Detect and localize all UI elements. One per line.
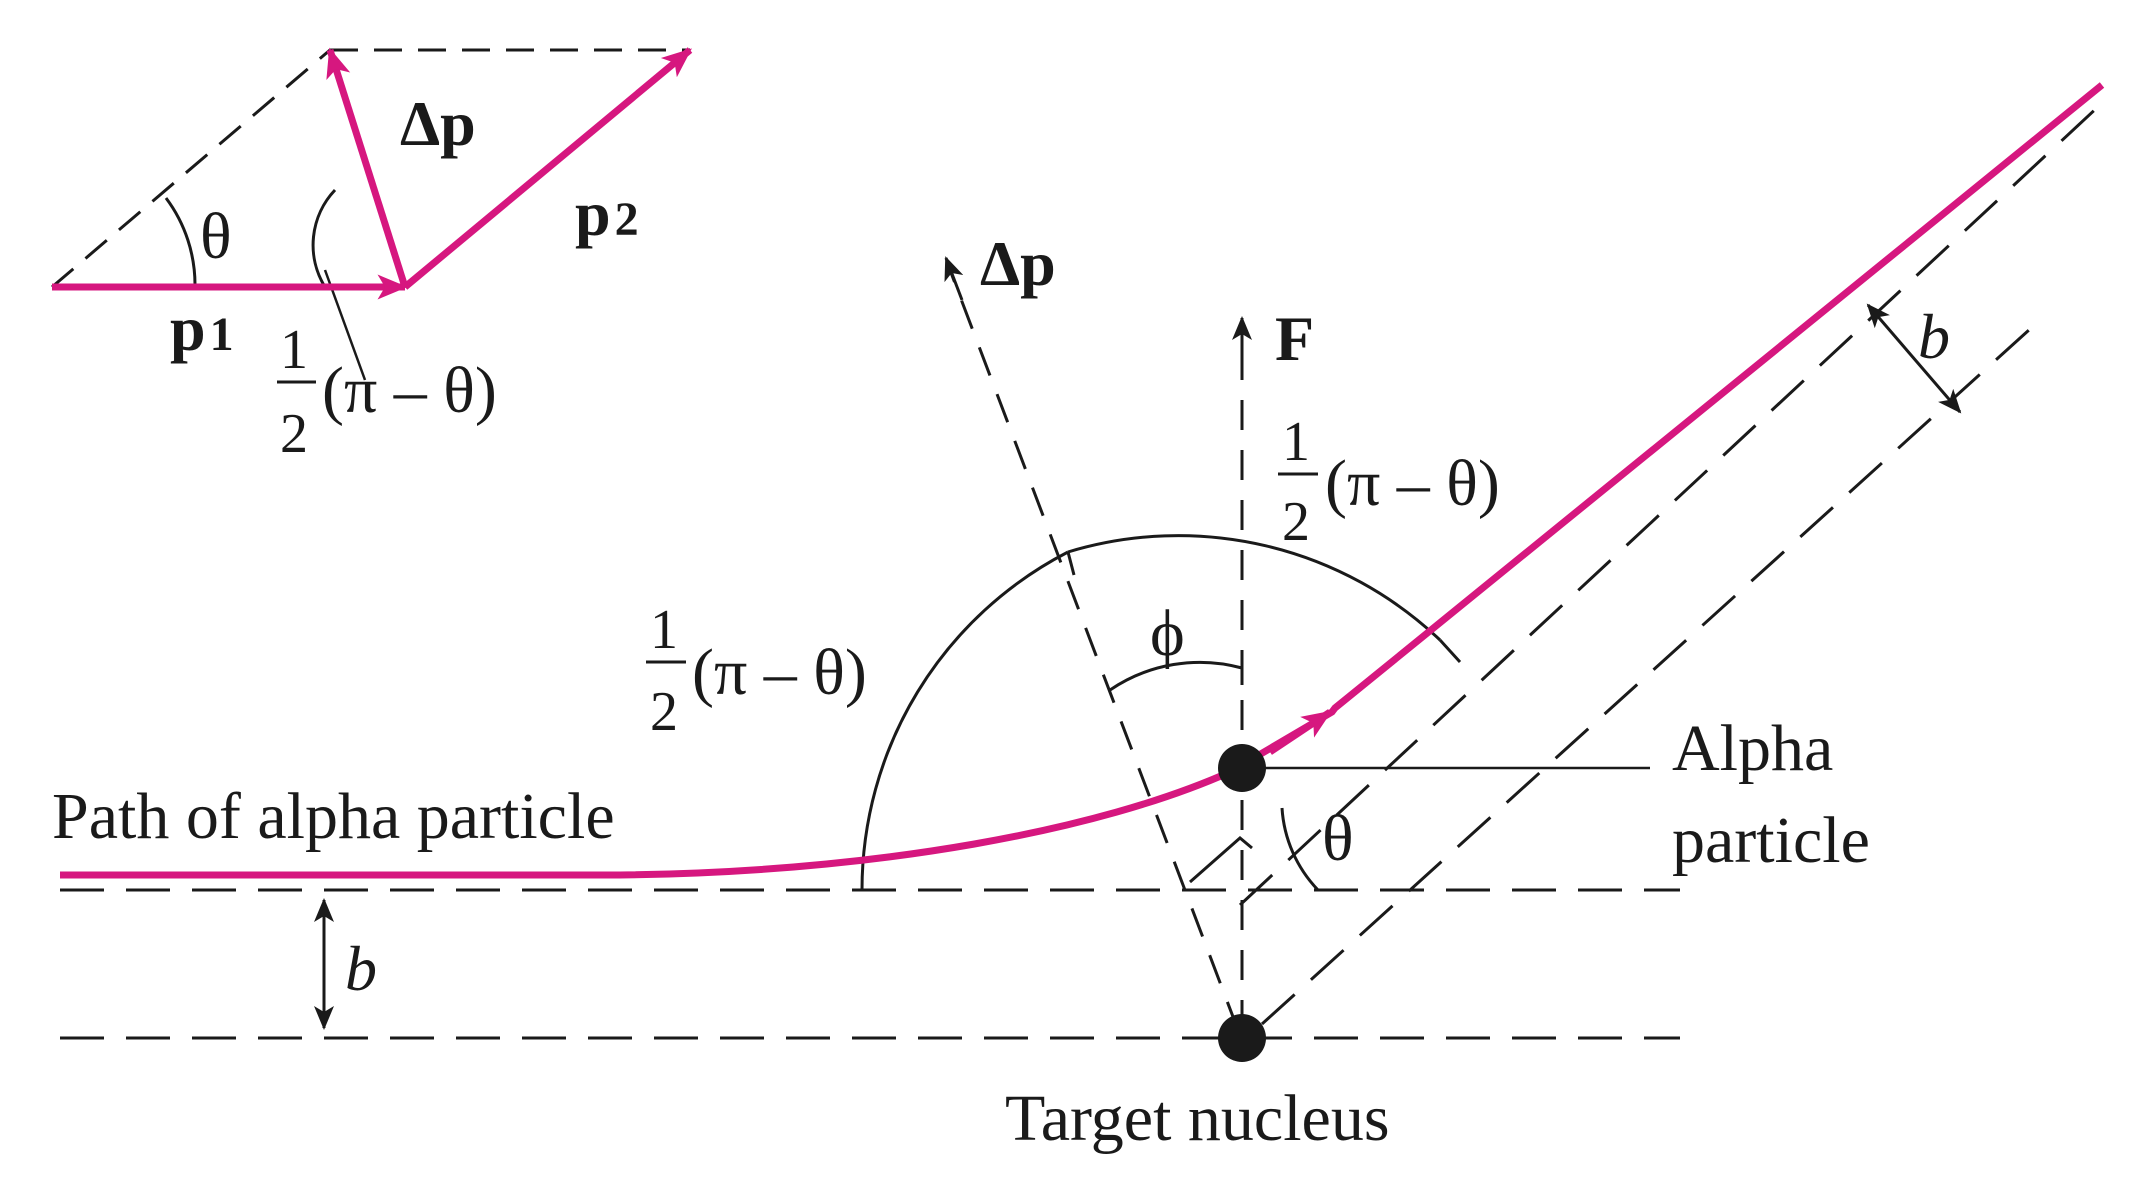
alpha-label-line1: Alpha: [1672, 712, 1833, 785]
alpha-particle-dot: [1218, 744, 1266, 792]
half-angle-label-inset: 1 2 (π – θ): [277, 319, 497, 465]
scattering-geometry: Path of alpha particle Alpha particle Ta…: [52, 82, 2105, 1155]
delta-p-label-main: Δp: [980, 228, 1056, 299]
b-label-bottom: b: [345, 933, 377, 1004]
theta-label-inset: θ: [200, 200, 232, 273]
svg-text:1: 1: [280, 319, 308, 381]
outgoing-asymptote-dashed: [1260, 318, 2042, 1026]
right-angle-mark: [1189, 836, 1253, 884]
alpha-label-line2: particle: [1672, 804, 1870, 877]
delta-p-arrowhead: [944, 256, 964, 301]
delta-p-line-dashed: [948, 269, 1240, 1031]
theta-arc-inset: [164, 197, 197, 288]
b-dimension-top: [1866, 303, 1962, 414]
phi-label: ϕ: [1150, 597, 1185, 670]
target-nucleus-label: Target nucleus: [1005, 1082, 1390, 1155]
target-nucleus-dot: [1218, 1014, 1266, 1062]
half-angle-arc-inset: [311, 188, 337, 288]
svg-text:(π – θ): (π – θ): [1325, 447, 1500, 520]
phi-arc: [1109, 660, 1243, 692]
arc-tick-left: [1066, 551, 1076, 576]
p2-vector: [402, 47, 693, 290]
svg-text:1: 1: [1282, 411, 1310, 473]
path-direction-arrow: [1268, 709, 1333, 755]
b-label-top: b: [1918, 301, 1950, 372]
theta-arc-main: [1280, 807, 1320, 892]
parallelogram-dashed-left: [51, 48, 331, 289]
svg-text:2: 2: [1282, 491, 1310, 553]
force-label: F: [1275, 303, 1314, 374]
svg-text:(π – θ): (π – θ): [692, 636, 867, 709]
delta-p-vector-inset: [326, 47, 409, 289]
delta-p-label-inset: Δp: [400, 88, 476, 159]
p1-label: p1: [170, 293, 234, 364]
path-of-alpha-label: Path of alpha particle: [52, 780, 615, 853]
alpha-particle-path: [60, 82, 2105, 879]
svg-text:2: 2: [280, 403, 308, 465]
half-angle-label-lower: 1 2 (π – θ): [646, 599, 867, 743]
momentum-vector-diagram: θ Δp p2 p1 1 2 (π – θ): [51, 47, 693, 465]
svg-text:1: 1: [650, 599, 678, 661]
half-angle-arc-right: [1067, 534, 1442, 642]
p2-label: p2: [575, 178, 639, 249]
svg-text:2: 2: [650, 681, 678, 743]
svg-text:(π – θ): (π – θ): [322, 354, 497, 427]
arc-tick-right: [1438, 638, 1462, 664]
half-angle-arc-left: [860, 550, 1069, 891]
theta-label-main: θ: [1322, 802, 1354, 875]
half-angle-label-upper: 1 2 (π – θ): [1278, 411, 1500, 553]
